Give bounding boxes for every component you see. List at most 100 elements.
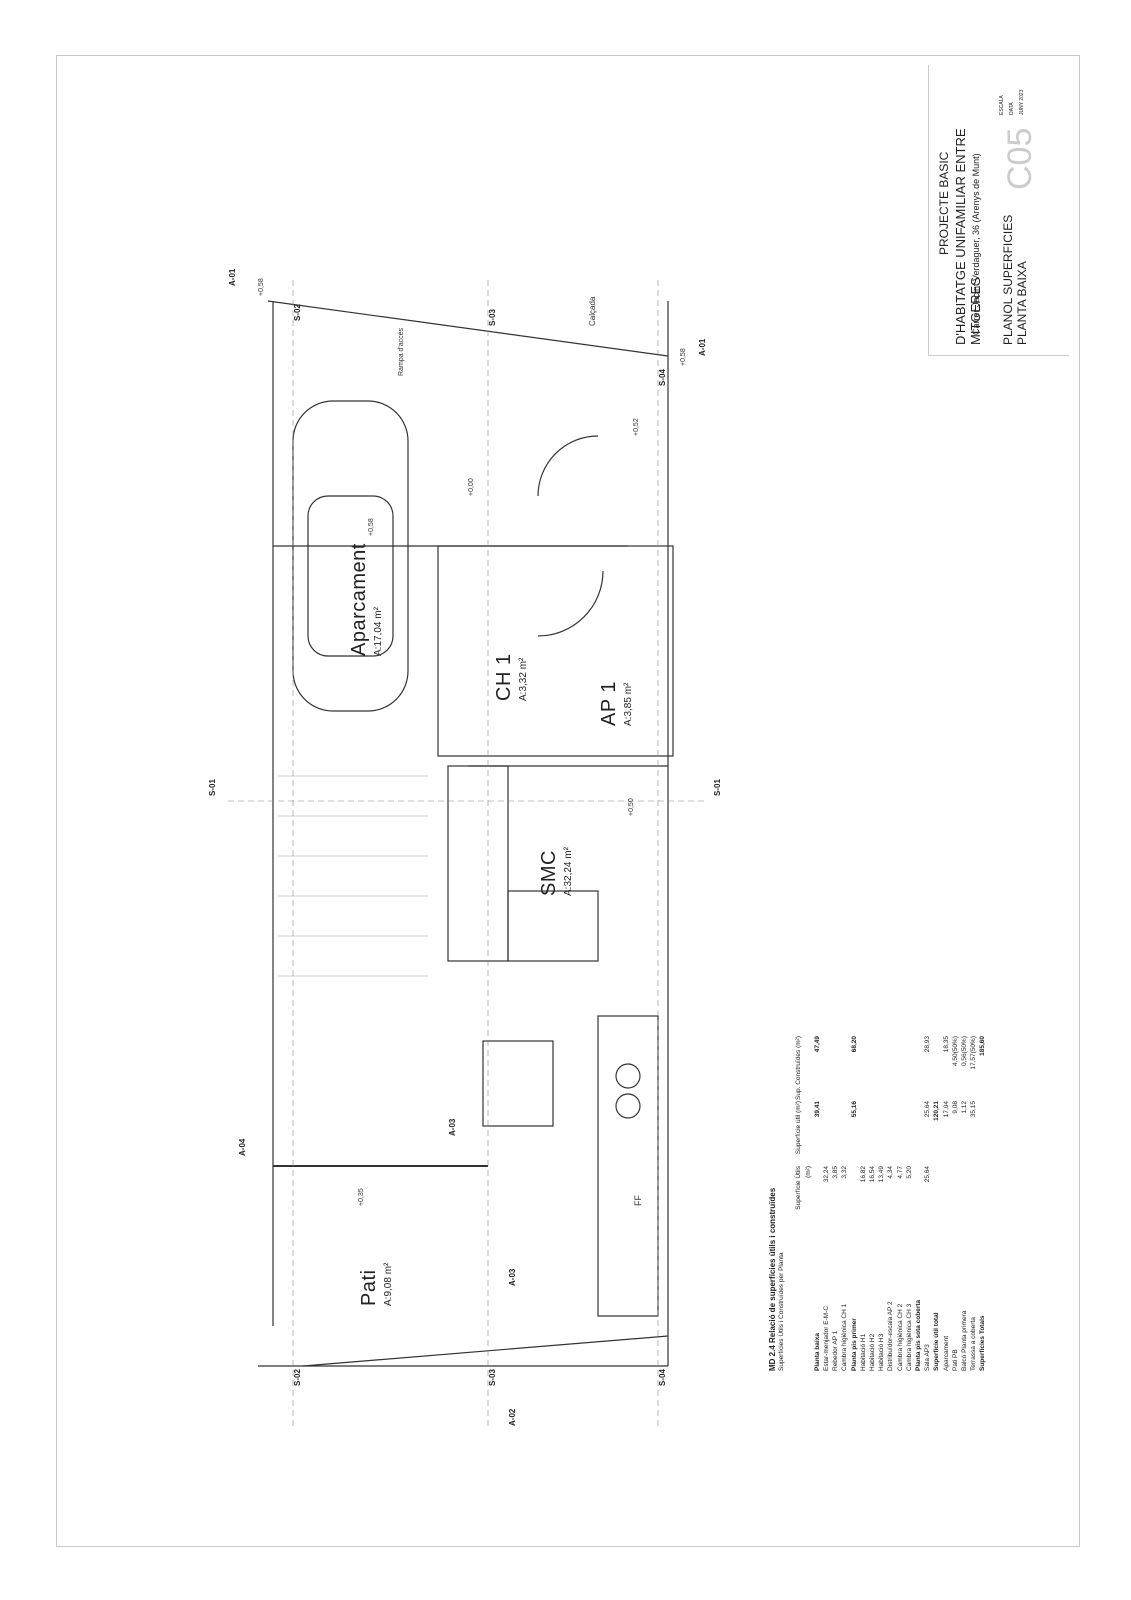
row-value: 9,08 [951,1101,959,1114]
row-value: 25,64 [924,1166,932,1183]
row-value [978,1166,987,1221]
table-row: Cambra higiènica CH 2 4,77 [896,951,905,1371]
row-value: 4,77 [896,1166,904,1179]
level-mark: +0,58 [258,278,265,296]
room-pati: Pati A:9,08 m² [358,1263,394,1306]
row-label: Terrassa a coberta [970,1317,978,1371]
table-row: Planta baixa 39,41 47,49 [813,951,822,1371]
row-value: 3,85 [832,1166,840,1179]
row-value [905,1101,914,1166]
row-label: Sala AP3 [924,1344,932,1371]
table-row: Pati PB 9,08 4,50(50%) [951,951,960,1371]
row-value [859,1101,868,1166]
level-mark: +0,58 [680,348,687,366]
level-mark: +0,58 [368,518,375,536]
stairs [278,775,428,977]
room-name: CH 1 [493,653,515,701]
room-area: A:3,85 m² [623,682,634,726]
row-value: 32,24 [823,1166,831,1183]
row-value [886,1036,895,1101]
col-header: Superfície Útils (m²) [795,1166,812,1210]
row-value: 4,50(50%) [951,1036,959,1066]
room-area: A:3,32 m² [518,657,529,701]
row-value: 120,21 [933,1101,941,1121]
table-row: Cambra higiènica CH 3 5,20 [905,951,914,1371]
row-label: Distribuïdor-escala AP 2 [887,1301,895,1371]
fridge-label: FF [633,1195,643,1206]
section-lines [228,276,708,1426]
door-arc-entry [537,435,599,497]
row-label: Pati PB [951,1349,959,1371]
row-value: 5,20 [905,1166,913,1179]
row-value: 39,41 [813,1101,821,1118]
row-value [877,1101,886,1166]
table-heading: MD 2.4 Relació de superfícies útils i co… [768,1187,777,1371]
row-label: Balcó Planta primera [961,1310,969,1371]
surface-table: MD 2.4 Relació de superfícies útils i co… [768,951,988,1371]
level-mark: +0,00 [468,478,475,496]
project-line-1: PROJECTE BASIC [937,151,951,255]
section-marker: S-02 [293,1369,302,1386]
row-value [914,1036,923,1101]
row-label: Estar-menjador E-M-C [823,1305,831,1371]
row-value: 47,49 [813,1036,821,1053]
row-value: 4,34 [887,1166,895,1179]
room-name: Aparcament [348,543,370,656]
wall-patio-end [302,1335,669,1367]
table-row: Planta pis sota coberta [914,951,923,1371]
row-label: Cambra higiènica CH 2 [896,1303,904,1371]
data-value: JUNY 2023 [1019,89,1025,115]
section-marker: A-01 [228,268,237,286]
section-marker: A-01 [698,338,707,356]
drawing-title-1: PLANOL SUPERFICIES [1001,214,1015,345]
sofa [447,765,509,962]
hob-2 [615,1063,641,1089]
row-value [840,1101,849,1166]
row-value [914,1166,923,1221]
row-value [896,1101,905,1166]
row-value: 185,60 [979,1036,987,1056]
row-label: Cambra higiènica CH 3 [905,1303,913,1371]
section-marker: A-02 [508,1408,517,1426]
street-label: Calçada [588,296,597,326]
table-row: Superfície útil total 120,21 [932,951,941,1371]
level-mark: +0,50 [628,798,635,816]
wall-front-street [267,300,669,357]
row-value [932,1036,941,1101]
row-value: 68,20 [850,1036,858,1053]
row-label: Habitació H1 [859,1333,867,1371]
col-header: Sup. Construïdes (m²) [795,1036,803,1100]
row-label: Aparcament [942,1335,950,1371]
floor-plan [228,276,708,1426]
row-label: Habitació H2 [869,1333,877,1371]
row-label: Cambra higiènica CH 1 [841,1303,849,1371]
row-label: Planta baixa [813,1333,821,1371]
col-header: Superfície útil (m²) [795,1101,803,1155]
table-subheading: Superfícies Útils i Construïdes per Plan… [778,1252,786,1372]
row-label: Superfície útil total [933,1312,941,1371]
table-header-row: Superfície Útils (m²) Superfície útil (m… [794,951,812,1371]
section-marker: S-03 [488,1369,497,1386]
section-marker: A-03 [508,1268,517,1286]
row-value: 25,64 [924,1101,932,1118]
drawing-title-2: PLANTA BAIXA [1015,261,1029,345]
rotated-drawing: Aparcament A:17,04 m² CH 1 A:3,32 m² AP … [68,65,1069,1536]
car-cabin [307,495,394,657]
room-smc: SMC A:32,24 m² [538,847,574,896]
row-value [969,1166,978,1221]
row-label: Planta pis primer [850,1318,858,1371]
row-value: 13,49 [878,1166,886,1183]
row-value [840,1036,849,1101]
row-value [978,1101,987,1166]
row-value [822,1036,831,1101]
row-value: 16,82 [859,1166,867,1183]
